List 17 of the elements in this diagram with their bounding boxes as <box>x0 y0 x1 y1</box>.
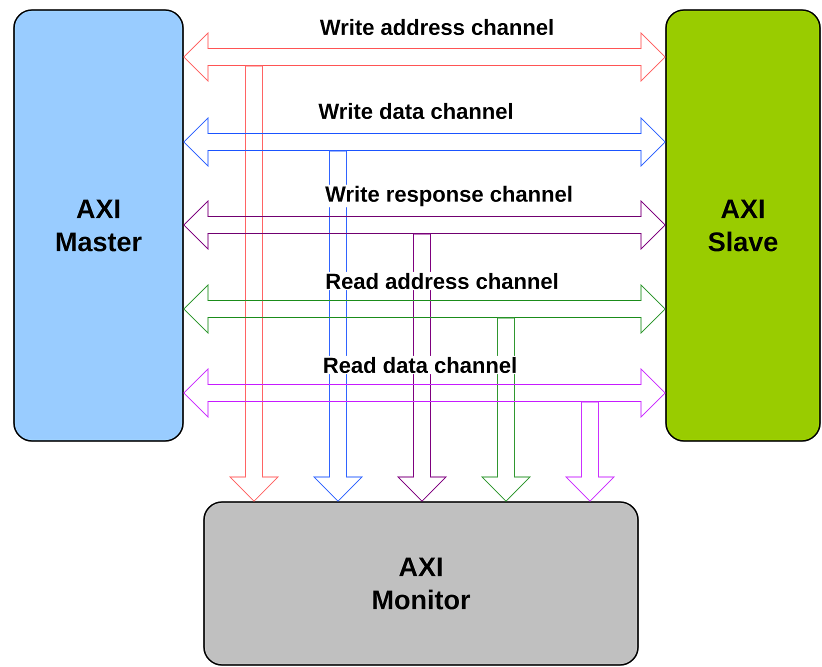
arrow <box>396 234 448 502</box>
slave-box: AXI Slave <box>665 9 821 442</box>
arrow <box>480 318 532 502</box>
edge-label: Read address channel <box>324 272 560 290</box>
master-box: AXI Master <box>13 9 184 442</box>
edge-label: Read data channel <box>322 356 518 374</box>
double-arrow <box>183 116 666 168</box>
arrow <box>228 66 280 502</box>
edge-label: Write address channel <box>318 18 556 36</box>
arrow <box>564 402 616 502</box>
monitor-box: AXI Monitor <box>203 501 639 666</box>
double-arrow <box>183 368 666 418</box>
edge-label: Write response channel <box>324 184 574 208</box>
double-arrow <box>183 32 666 82</box>
edge-label: Write data channel <box>317 102 515 120</box>
double-arrow <box>183 200 666 250</box>
double-arrow <box>183 284 666 334</box>
